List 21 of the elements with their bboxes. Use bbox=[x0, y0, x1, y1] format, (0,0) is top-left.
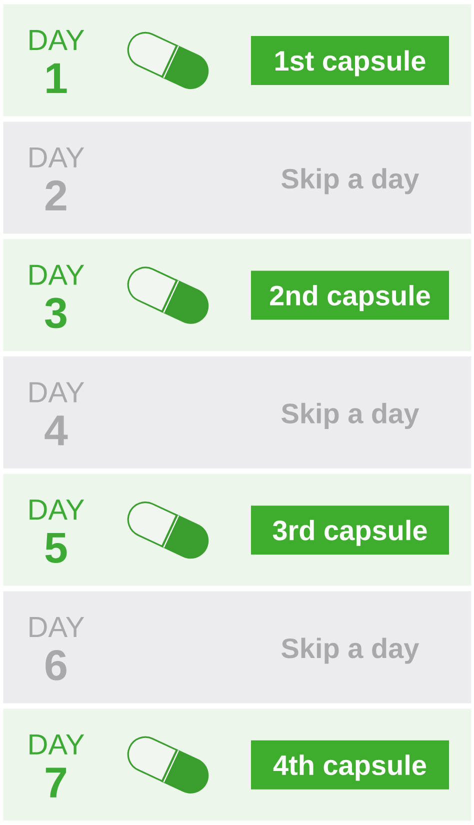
label-box: 3rd capsule bbox=[251, 506, 449, 555]
label-box: 4th capsule bbox=[251, 740, 449, 790]
day-label: DAY bbox=[30, 382, 84, 402]
day-label: DAY bbox=[30, 30, 84, 50]
day-label: DAY bbox=[30, 500, 84, 520]
label-box: 1st capsule bbox=[251, 36, 449, 85]
day-label: DAY bbox=[30, 617, 84, 637]
day-number: 6 bbox=[46, 650, 66, 680]
skip-note: Skip a day bbox=[282, 638, 420, 664]
skip-note: Skip a day bbox=[282, 168, 420, 194]
label-box: 2nd capsule bbox=[251, 270, 449, 320]
day-number: 7 bbox=[46, 768, 66, 798]
day-number: 5 bbox=[45, 533, 67, 564]
day-label: DAY bbox=[30, 264, 84, 285]
day-number: 3 bbox=[45, 298, 66, 328]
day-number: 4 bbox=[44, 416, 68, 446]
skip-note: Skip a day bbox=[282, 402, 420, 429]
day-number: 1 bbox=[46, 63, 67, 93]
day-label: DAY bbox=[30, 734, 84, 754]
day-label: DAY bbox=[30, 147, 84, 168]
day-number: 2 bbox=[46, 180, 66, 210]
